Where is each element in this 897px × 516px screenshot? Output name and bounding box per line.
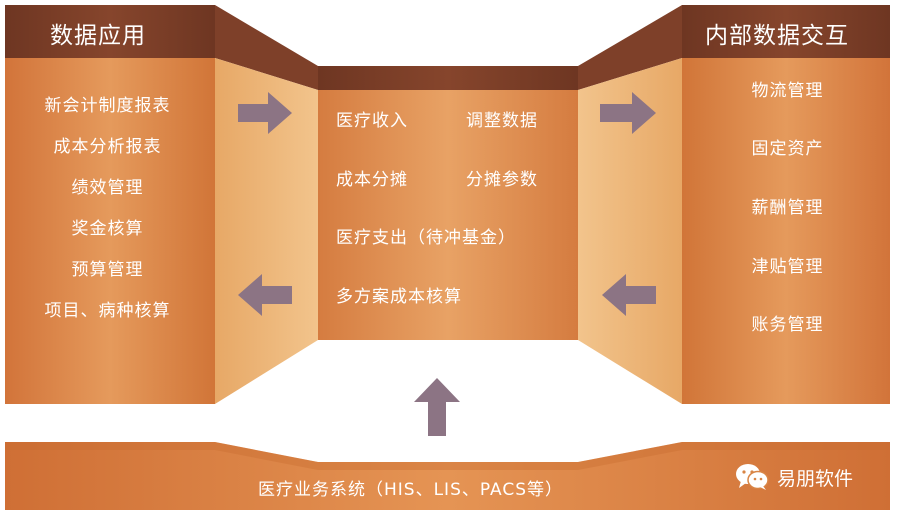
right-panel-header [682,5,890,58]
watermark-label: 易朋软件 [777,467,854,490]
left-item-bonus-accounting: 奖金核算 [71,219,144,239]
center-item-cost-allocation: 成本分摊 [336,170,408,190]
left-item-new-accounting-report: 新会计制度报表 [44,96,171,116]
arrow-left-icon-lower-left [238,274,292,316]
right-panel [682,58,890,404]
top-left-wing-band [215,5,318,90]
left-wing-panel [215,58,318,404]
left-item-project-disease-accounting: 项目、病种核算 [44,301,171,321]
center-item-medical-income: 医疗收入 [336,111,408,131]
left-item-budget-management: 预算管理 [71,260,144,280]
top-right-wing-band [578,5,682,90]
center-item-multi-scheme-costing: 多方案成本核算 [336,287,462,307]
left-panel-title: 数据应用 [50,23,146,49]
bottom-bar-top-shade [5,442,890,470]
center-panel [318,90,578,340]
right-item-salary: 薪酬管理 [751,198,824,218]
bottom-bar [5,442,890,510]
right-item-logistics: 物流管理 [751,81,824,101]
center-item-adjust-data: 调整数据 [466,111,538,131]
arrow-right-icon-upper-right [600,92,656,134]
left-panel [5,58,215,404]
arrow-left-icon-lower-right [602,274,656,316]
wechat-icon [736,464,769,490]
center-item-medical-expense: 医疗支出（待冲基金） [336,228,516,248]
right-wing-panel [578,58,682,404]
right-panel-title: 内部数据交互 [705,23,849,49]
right-item-allowance: 津贴管理 [751,257,824,277]
left-item-cost-analysis-report: 成本分析报表 [53,137,162,157]
center-item-allocation-params: 分摊参数 [466,170,538,190]
bottom-bar-label: 医疗业务系统（HIS、LIS、PACS等） [258,480,564,500]
arrow-right-icon-upper-left [238,92,292,134]
left-item-performance-management: 绩效管理 [71,178,144,198]
left-panel-header [5,5,215,58]
center-header-band [318,66,578,90]
right-item-fixed-assets: 固定资产 [751,139,824,159]
watermark: 易朋软件 [735,462,853,492]
arrow-up-icon [414,378,460,436]
right-item-accounting: 账务管理 [751,315,824,335]
